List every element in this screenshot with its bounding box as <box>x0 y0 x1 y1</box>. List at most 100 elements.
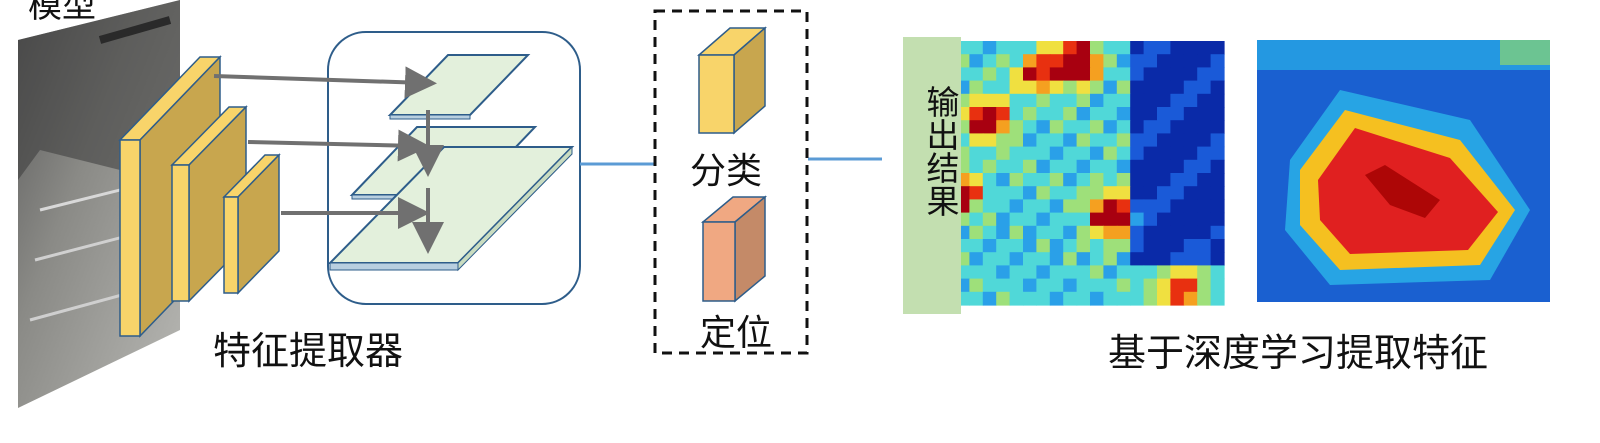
heatmap-cell <box>1183 186 1198 200</box>
heatmap-cell <box>982 41 997 55</box>
heatmap-cell <box>1023 252 1037 266</box>
heatmap-cell <box>1049 212 1064 227</box>
heatmap-cell <box>1076 173 1091 187</box>
heatmap-cell <box>1009 225 1024 240</box>
heatmap-cell <box>1157 93 1171 108</box>
heatmap-cell <box>1076 93 1091 108</box>
localization-label: 定位 <box>700 313 773 354</box>
lateral-arrow-1 <box>213 66 437 99</box>
heatmap-cell <box>1049 278 1064 293</box>
heatmap-cell <box>1143 80 1158 95</box>
heatmap-cell <box>1076 291 1091 306</box>
heatmap-cell <box>1183 159 1198 174</box>
heatmap-cell <box>1023 225 1037 240</box>
heatmap-cell <box>1197 265 1212 280</box>
heatmap-cell <box>1090 278 1104 293</box>
heatmap-cell <box>1116 199 1131 214</box>
heatmap-cell <box>1103 265 1118 280</box>
heatmap-cell <box>1197 133 1212 148</box>
heatmap-cell <box>1076 252 1091 266</box>
heatmap-cell <box>1090 252 1104 266</box>
heatmap-cell <box>1076 212 1091 227</box>
heatmap-cell <box>1063 146 1078 161</box>
heatmap-cell <box>1063 225 1078 240</box>
heatmap-cell <box>1143 186 1158 200</box>
heatmap-cell <box>1130 278 1145 293</box>
heatmap-cell <box>1143 133 1158 148</box>
heatmap-cell <box>1076 146 1091 161</box>
heatmap-cell <box>1049 120 1064 134</box>
heatmap-cell <box>1090 54 1104 68</box>
heatmap-cell <box>1049 93 1064 108</box>
heatmap-cell <box>1130 120 1145 134</box>
heatmap-cell <box>1036 80 1051 95</box>
heatmap-cell <box>1036 41 1051 55</box>
heatmap-cell <box>1063 159 1078 174</box>
heatmap-cell <box>1009 107 1024 121</box>
heatmap-cell <box>1170 80 1185 95</box>
heatmap-cell <box>1063 120 1078 134</box>
heatmap-cell <box>1090 93 1104 108</box>
heatmap-cell <box>1090 133 1104 148</box>
heatmap-cell <box>982 225 997 240</box>
heatmap-cell <box>1090 212 1104 227</box>
heatmap-cell <box>996 93 1011 108</box>
heatmap-cell <box>1143 67 1158 82</box>
heatmap-cell <box>996 212 1011 227</box>
heatmap-cell <box>1183 67 1198 82</box>
heatmap-cell <box>1116 265 1131 280</box>
heatmap-cell <box>1076 54 1091 68</box>
heatmap-cell <box>1210 186 1225 200</box>
heatmap-cell <box>1170 173 1185 187</box>
heatmap-cell <box>1143 120 1158 134</box>
classification-label: 分类 <box>690 151 763 192</box>
heatmap-cell <box>1116 120 1131 134</box>
heatmap-cell <box>1023 212 1037 227</box>
heatmap-cell <box>1009 93 1024 108</box>
heatmap-cell <box>1049 186 1064 200</box>
heatmap-cell <box>1130 41 1145 55</box>
heatmap-cell <box>1116 239 1131 253</box>
heatmap-cell <box>1036 212 1051 227</box>
heatmap-cell <box>1157 212 1171 227</box>
heatmap-cell <box>1183 80 1198 95</box>
heatmap-cell <box>996 265 1011 280</box>
heatmap-cell <box>1009 80 1024 95</box>
heatmap-cell <box>1090 146 1104 161</box>
heatmap-cell <box>982 120 997 134</box>
heatmap-cell <box>1036 107 1051 121</box>
classification-cube <box>696 26 768 135</box>
heatmap-cell <box>1197 278 1212 293</box>
heatmap-cell <box>1076 265 1091 280</box>
heatmap-cell <box>1063 265 1078 280</box>
heatmap-cell <box>1076 186 1091 200</box>
heatmap-cell <box>996 239 1011 253</box>
heatmap-cell <box>1143 212 1158 227</box>
heatmap-cell <box>1130 186 1145 200</box>
heatmap-cell <box>1023 159 1037 174</box>
heatmap-cell <box>1103 133 1118 148</box>
heatmap-cell <box>1049 133 1064 148</box>
heatmap-cell <box>1009 159 1024 174</box>
heatmap-cell <box>982 93 997 108</box>
heatmap-cell <box>1036 54 1051 68</box>
heatmap-cell <box>969 239 984 253</box>
heatmap-cell <box>982 80 997 95</box>
heatmap-cell <box>996 225 1011 240</box>
heatmap-cell <box>1049 291 1064 306</box>
heatmap-cell <box>1036 225 1051 240</box>
heatmap-cell <box>1009 252 1024 266</box>
heatmap-cell <box>1170 212 1185 227</box>
heatmap-cell <box>1116 54 1131 68</box>
heatmap-cell <box>969 80 984 95</box>
heatmap-cell <box>982 146 997 161</box>
heatmap-cell <box>1130 199 1145 214</box>
heatmap-cell <box>1103 54 1118 68</box>
heatmap-cell <box>1063 80 1078 95</box>
heatmap-cell <box>1170 159 1185 174</box>
heatmap-cell <box>1143 252 1158 266</box>
heatmap-cell <box>1197 80 1212 95</box>
heatmap-cell <box>1090 67 1104 82</box>
heatmap-cell <box>996 41 1011 55</box>
heatmap-cell <box>1009 278 1024 293</box>
